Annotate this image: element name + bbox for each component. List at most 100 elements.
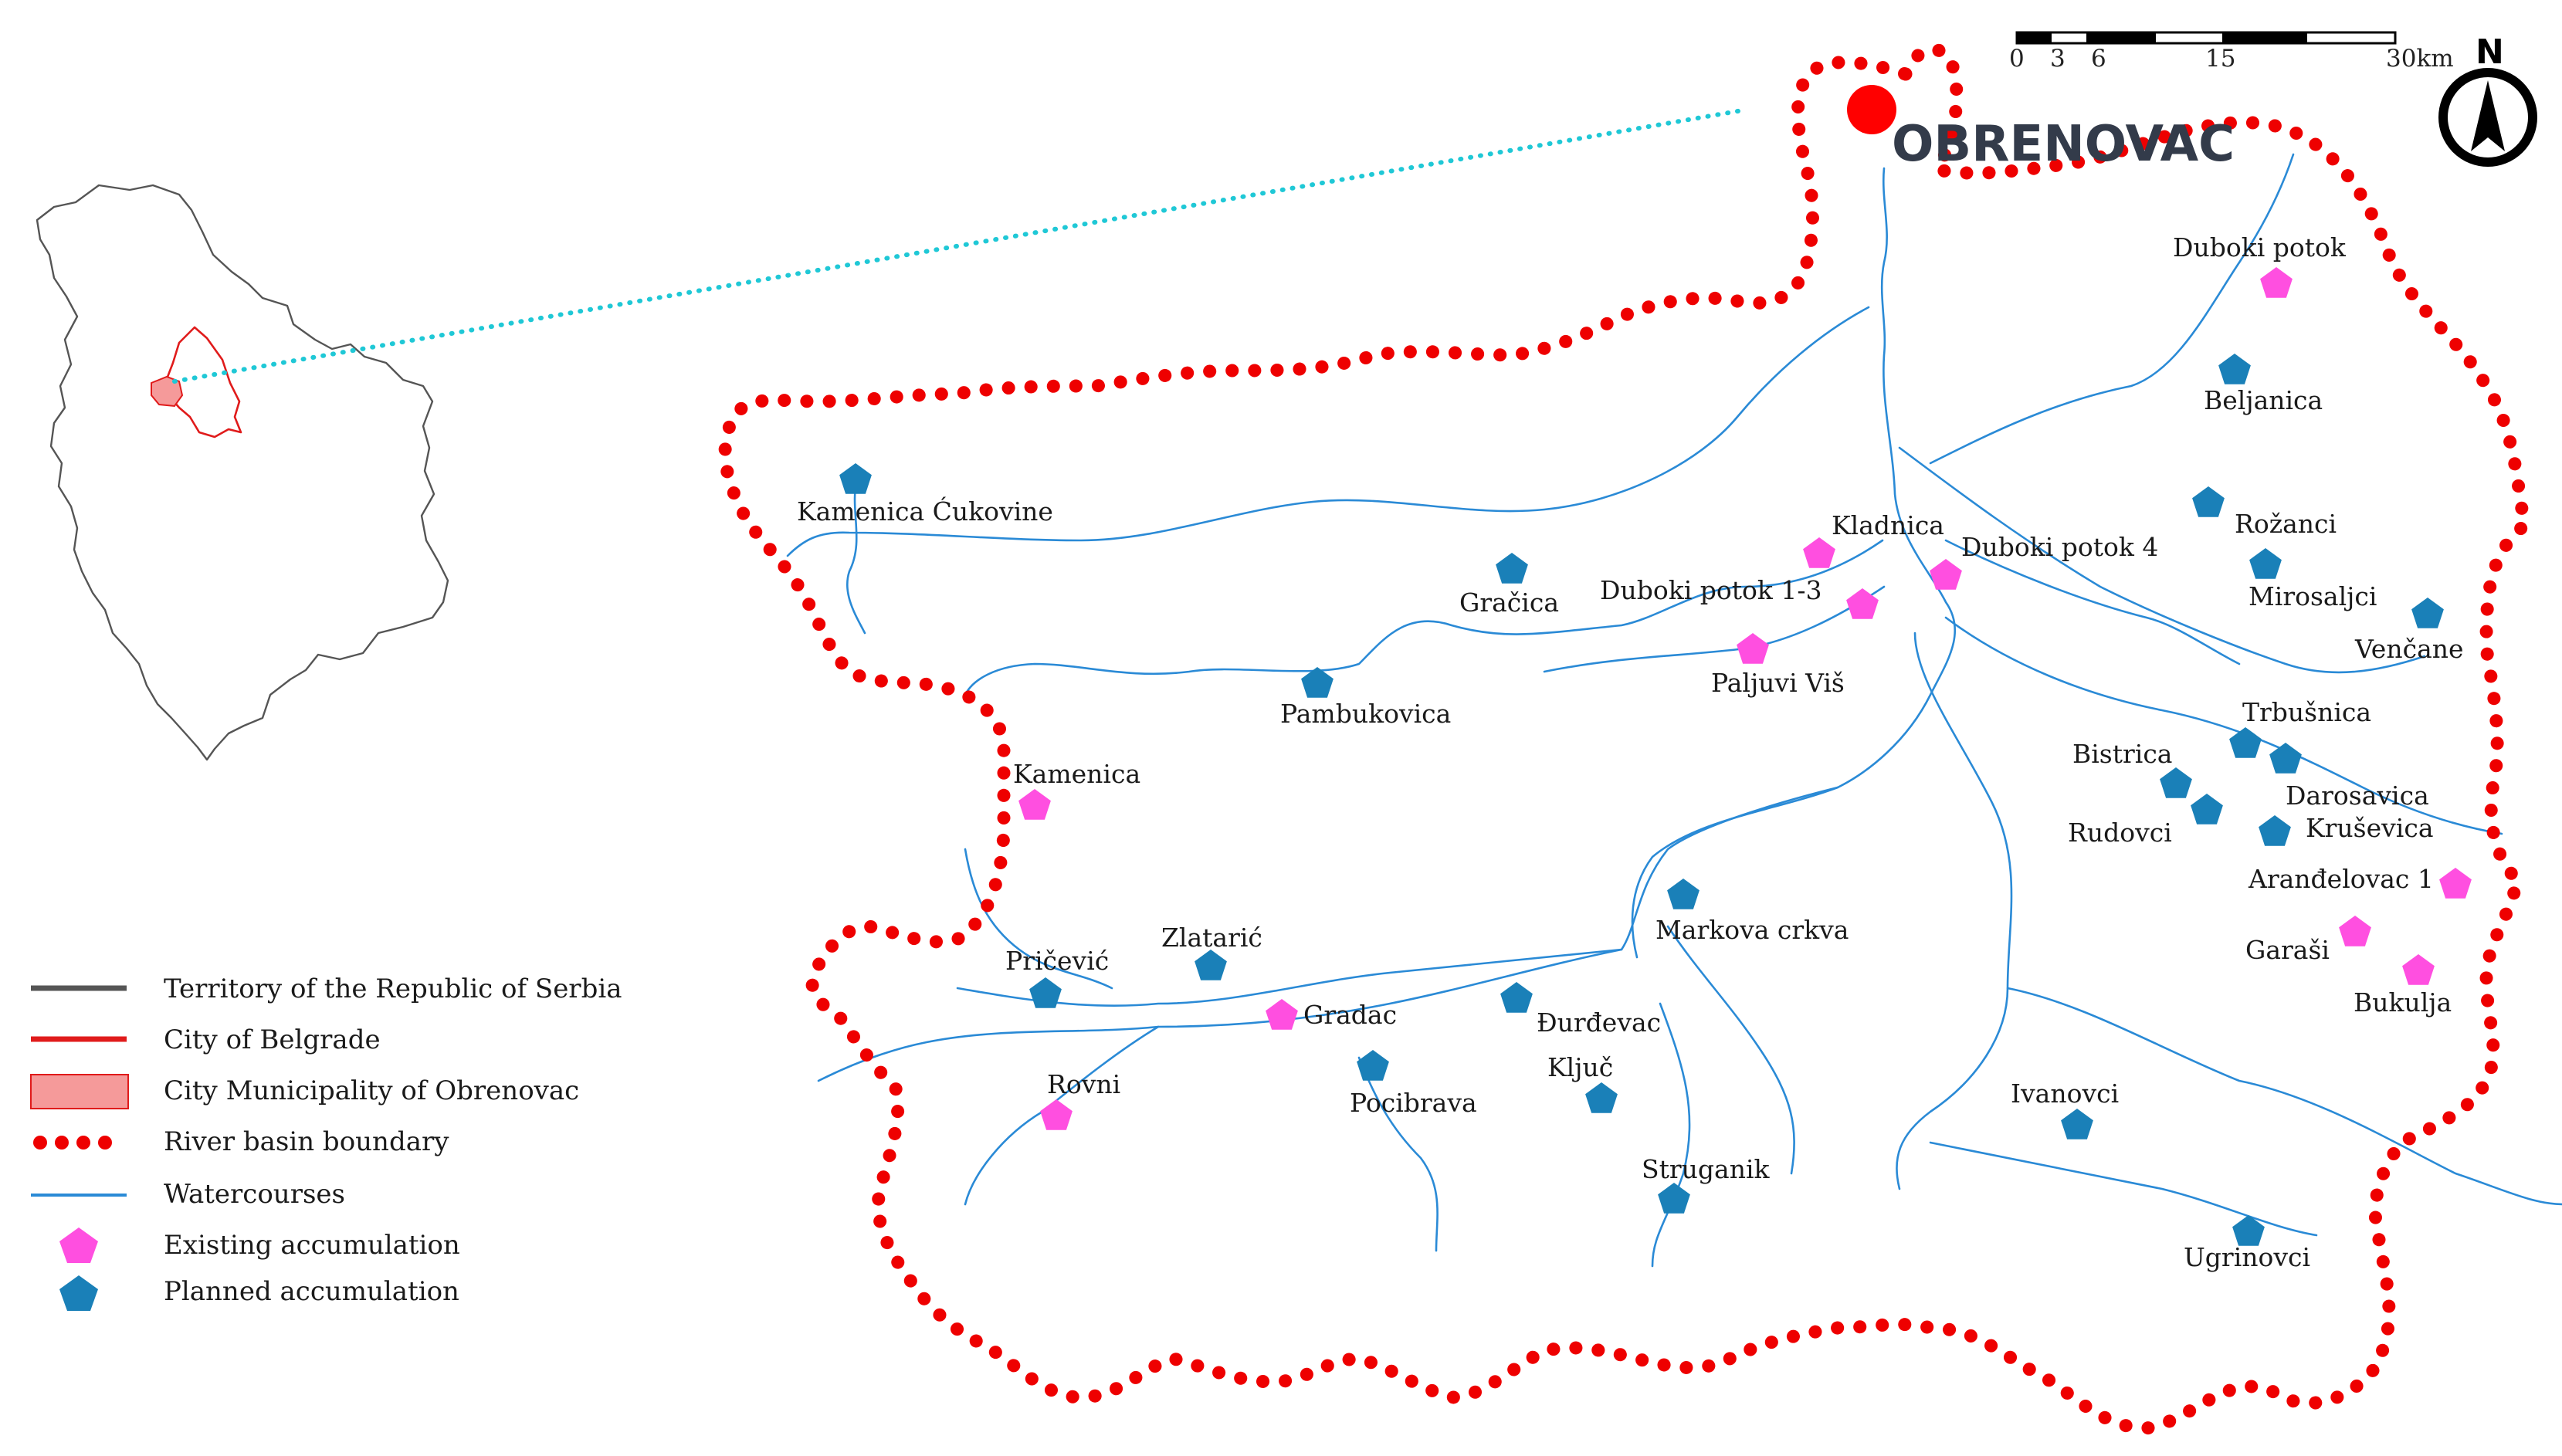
planned-accumulation-marker-16 xyxy=(1500,982,1533,1013)
label-gradac: Gradac xyxy=(1303,1000,1397,1030)
label-duboki-potok: Duboki potok xyxy=(2173,232,2347,262)
existing-accumulation-marker-4 xyxy=(1846,588,1879,619)
label-ugrinovci: Ugrinovci xyxy=(2184,1242,2310,1272)
label-gracica: Gračica xyxy=(1459,587,1559,618)
label-rudovci: Rudovci xyxy=(2068,818,2172,848)
watercourse-kamenica xyxy=(846,477,866,635)
north-arrow: N xyxy=(2438,32,2537,167)
planned-accumulation-marker-21 xyxy=(2232,1215,2265,1246)
label-pambukovica: Pambukovica xyxy=(1280,699,1451,729)
existing-accumulation-marker-9 xyxy=(2439,868,2472,899)
existing-accumulation-marker-5 xyxy=(1737,633,1769,664)
label-garasi: Garaši xyxy=(2245,935,2330,965)
watercourse-struganik xyxy=(1651,1002,1691,1268)
inset-leader-line xyxy=(172,107,1749,384)
legend-existing-pentagon-icon xyxy=(59,1227,98,1263)
label-zlataric: Zlatarić xyxy=(1161,923,1262,953)
label-kljuc: Ključ xyxy=(1547,1052,1613,1082)
watercourse-north-east xyxy=(1929,153,2295,465)
label-struganik: Struganik xyxy=(1642,1154,1771,1184)
label-kladnica: Kladnica xyxy=(1832,510,1944,540)
planned-accumulation-marker-15 xyxy=(1029,977,1062,1008)
watercourse-west-branch xyxy=(786,306,1870,557)
serbia-inset-map xyxy=(36,107,1749,761)
planned-accumulation-marker-5 xyxy=(2192,486,2225,517)
serbia-territory-outline xyxy=(36,184,449,761)
planned-accumulation-marker-8 xyxy=(2229,727,2262,758)
planned-accumulation-marker-2 xyxy=(1496,553,1528,584)
scale-tick-0: 0 xyxy=(2009,45,2025,73)
label-pocibrava: Pocibrava xyxy=(1350,1088,1477,1118)
label-duboki-potok-4: Duboki potok 4 xyxy=(1961,532,2158,562)
label-rozanci: Rožanci xyxy=(2235,509,2337,539)
existing-accumulation-marker-11 xyxy=(2402,954,2435,985)
label-bistrica: Bistrica xyxy=(2072,739,2173,769)
existing-accumulation-marker-6 xyxy=(1018,789,1051,820)
planned-accumulation-marker-4 xyxy=(2218,354,2251,384)
planned-accumulation-marker-3 xyxy=(1301,667,1334,698)
label-djurdjevac: Đurđevac xyxy=(1537,1007,1661,1038)
legend: Territory of the Republic of Serbia City… xyxy=(30,973,622,1311)
label-kamenica-cukovine: Kamenica Ćukovine xyxy=(797,496,1053,527)
planned-accumulation-marker-14 xyxy=(1195,950,1227,980)
legend-label-existing: Existing accumulation xyxy=(164,1230,460,1261)
accumulation-markers xyxy=(839,267,2472,1246)
watercourse-kljuc xyxy=(1666,925,1795,1175)
north-label: N xyxy=(2476,32,2504,72)
watercourse-ugrinovci xyxy=(1929,1141,2318,1237)
existing-accumulation-marker-8 xyxy=(1040,1099,1073,1130)
scale-tick-6: 6 xyxy=(2091,45,2106,73)
label-arandjelovac-1: Aranđelovac 1 xyxy=(2248,864,2434,894)
label-trbusnica: Trbušnica xyxy=(2242,697,2371,727)
label-darosavica: Darosavica xyxy=(2286,780,2429,811)
legend-label-serbia: Territory of the Republic of Serbia xyxy=(164,973,622,1004)
planned-accumulation-marker-12 xyxy=(2191,794,2223,825)
existing-accumulation-marker-2 xyxy=(1803,537,1835,568)
existing-accumulation-marker-1 xyxy=(2260,267,2293,298)
legend-label-boundary: River basin boundary xyxy=(164,1126,449,1157)
legend-label-watercourses: Watercourses xyxy=(164,1179,345,1210)
label-rovni: Rovni xyxy=(1047,1069,1120,1099)
label-beljanica: Beljanica xyxy=(2204,385,2323,415)
accumulation-labels: Duboki potok Kladnica Duboki potok 4 Dub… xyxy=(797,232,2464,1272)
existing-accumulation-marker-3 xyxy=(1930,559,1962,590)
existing-accumulation-marker-7 xyxy=(1266,999,1298,1030)
planned-accumulation-marker-6 xyxy=(2249,548,2282,579)
planned-accumulation-marker-7 xyxy=(2411,598,2444,628)
planned-accumulation-marker-13 xyxy=(1667,879,1700,909)
watercourses xyxy=(786,153,2562,1268)
scale-tick-30: 30km xyxy=(2386,45,2454,73)
scale-tick-15: 15 xyxy=(2205,45,2235,73)
legend-municipality-swatch xyxy=(30,1074,129,1109)
label-kruseevica: Kruševica xyxy=(2306,813,2434,843)
planned-accumulation-marker-10 xyxy=(2269,743,2302,774)
label-markova-crkva: Markova crkva xyxy=(1655,915,1849,945)
legend-boundary-dots xyxy=(33,1136,112,1150)
label-pricevic: Pričević xyxy=(1005,946,1109,976)
existing-accumulation-marker-10 xyxy=(2339,916,2371,946)
planned-accumulation-marker-11 xyxy=(2259,815,2291,846)
label-duboki-potok-1-3: Duboki potok 1-3 xyxy=(1600,575,1822,605)
planned-accumulation-marker-9 xyxy=(2160,767,2192,798)
watercourse-middle xyxy=(964,539,1884,696)
watercourse-east-2 xyxy=(1944,539,2241,665)
river-basin-boundary xyxy=(718,42,2532,1435)
legend-planned-pentagon-icon xyxy=(59,1275,98,1311)
label-vencane: Venčane xyxy=(2354,634,2464,664)
obrenovac-city-marker xyxy=(1847,85,1896,134)
watercourse-pocibrava xyxy=(1357,1056,1439,1252)
watercourse-south xyxy=(1896,631,2013,1190)
watercourse-main xyxy=(1631,167,1957,959)
planned-accumulation-marker-1 xyxy=(839,463,872,494)
label-mirosaljci: Mirosaljci xyxy=(2249,581,2377,611)
legend-label-municipality: City Municipality of Obrenovac xyxy=(164,1075,579,1106)
label-kamenica: Kamenica xyxy=(1013,759,1140,789)
legend-label-belgrade: City of Belgrade xyxy=(164,1024,381,1055)
north-arrow-circle-icon xyxy=(2438,68,2537,167)
label-bukulja: Bukulja xyxy=(2354,987,2452,1018)
map-title: OBRENOVAC xyxy=(1892,116,2235,173)
planned-accumulation-marker-19 xyxy=(1658,1183,1690,1214)
label-paljuvi-vis: Paljuvi Viš xyxy=(1711,668,1845,698)
obrenovac-municipality-fill xyxy=(151,375,184,408)
